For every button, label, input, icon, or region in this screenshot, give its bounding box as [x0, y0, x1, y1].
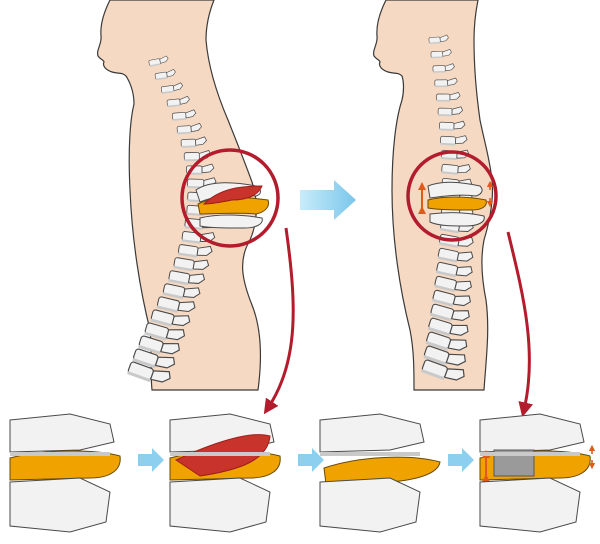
vertebra [132, 348, 176, 369]
disc [323, 456, 441, 485]
lower-vertebra [319, 477, 421, 533]
vertebra [148, 55, 169, 67]
detail-row [9, 413, 596, 533]
vertebra [173, 257, 210, 272]
detail-herniated [169, 413, 281, 533]
vertebra [434, 275, 472, 293]
vertebra [127, 361, 171, 383]
detail-normal [9, 413, 121, 533]
vertebra [160, 82, 184, 94]
vertebra [421, 359, 465, 381]
vertebra [138, 335, 180, 355]
vertebra [432, 63, 455, 73]
vertebra [425, 331, 468, 351]
herniated-disc-zoom [195, 182, 269, 229]
vertebra [440, 135, 468, 146]
flow-arrow-icon [300, 180, 356, 220]
vertebra [439, 120, 466, 131]
callout-circle-after [406, 150, 498, 242]
vertebra [144, 322, 186, 341]
vertebra [430, 48, 452, 59]
vertebra [156, 296, 196, 313]
detail-removed [319, 413, 441, 533]
callout-arrow-after-icon [506, 231, 534, 418]
lower-vertebra [169, 477, 271, 533]
body-silhouette [96, 0, 262, 391]
vertebra [172, 109, 197, 121]
vertebra [434, 77, 458, 88]
vertebra [429, 303, 470, 322]
vertebra [437, 247, 474, 263]
vertebra [176, 122, 202, 135]
vertebra [150, 309, 191, 327]
vertebra [162, 283, 201, 300]
callout-before [180, 148, 280, 248]
flow-arrow-icon [448, 448, 474, 472]
vertebra [435, 261, 473, 278]
vertebra [154, 68, 176, 81]
vertebra [428, 34, 449, 44]
lower-vertebra [9, 477, 111, 533]
lower-vertebra [479, 477, 581, 533]
detail-implant [479, 413, 596, 533]
vertebra [427, 317, 469, 337]
vertebra [166, 95, 190, 108]
callout-arrow-icon [263, 227, 295, 415]
vertebra [441, 163, 471, 175]
vertebra [432, 289, 471, 307]
vertebra [436, 91, 461, 102]
disc-after [427, 196, 487, 211]
vertebra [437, 106, 464, 117]
vertebra [423, 345, 466, 366]
herniation-before [202, 185, 263, 205]
flow-arrow-icon [298, 448, 324, 472]
implant-zoom [418, 180, 494, 227]
vertebra [177, 244, 213, 258]
callout-circle-before [180, 148, 280, 248]
vertebra [180, 136, 207, 148]
flow-arrow-icon [138, 448, 164, 472]
callout-after [406, 150, 498, 242]
vertebra [168, 270, 206, 286]
body-before [96, 0, 262, 391]
